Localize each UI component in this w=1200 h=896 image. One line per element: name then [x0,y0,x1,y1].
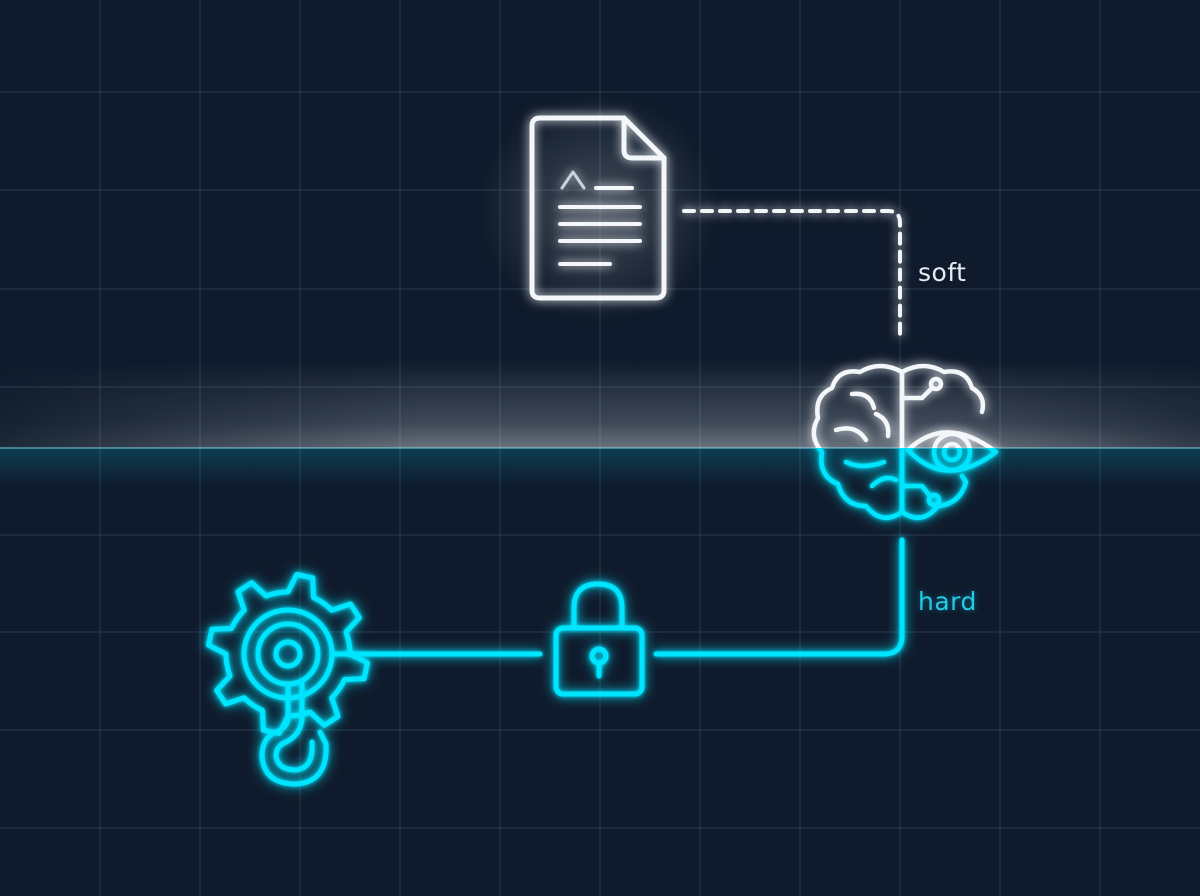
hard-label: hard [918,587,977,616]
padlock-icon [553,581,645,697]
brain-eye-icon [814,363,996,518]
hard-connector-brain-to-lock [653,537,905,657]
soft-label: soft [918,258,967,287]
document-icon [478,93,718,323]
horizon-underglow [0,448,1200,488]
horizon-glow [0,360,1200,448]
gear-hook-icon [206,572,370,787]
soft-connector [682,209,902,342]
